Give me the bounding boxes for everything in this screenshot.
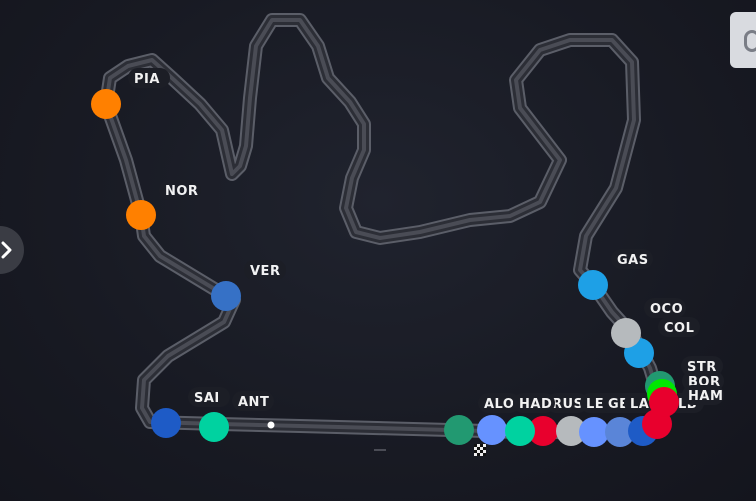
driver-label-sai: SAI	[188, 387, 230, 407]
chevron-right-icon	[1, 241, 12, 259]
driver-label-background	[478, 393, 520, 413]
driver-dot-rus[interactable]	[528, 416, 558, 446]
drivers-layer: PIANORVERSAIANTALOADRUSHADLECGEALAWSULLB…	[91, 68, 724, 447]
driver-dot-nor[interactable]	[126, 200, 156, 230]
driver-label-ham: HAM	[682, 385, 724, 405]
driver-labels: PIANORVERSAIANTALOADRUSHADLECGEALAWSULLB…	[128, 68, 724, 413]
driver-dots	[91, 89, 679, 447]
driver-label-background	[611, 249, 653, 269]
driver-label-had: HAD	[513, 393, 555, 413]
driver-code: NOR	[165, 184, 198, 199]
driver-label-col: COL	[658, 317, 700, 337]
driver-dot-ant[interactable]	[199, 412, 229, 442]
driver-label-background	[513, 393, 555, 413]
driver-dot-alo[interactable]	[444, 415, 474, 445]
driver-dot-ham[interactable]	[649, 387, 679, 417]
driver-code: OCO	[650, 302, 683, 317]
corner-control-button[interactable]	[730, 12, 756, 68]
driver-label-nor: NOR	[159, 180, 201, 200]
driver-label-background	[244, 260, 286, 280]
driver-label-ver: VER	[244, 260, 286, 280]
driver-label-background	[232, 391, 274, 411]
driver-label-background	[188, 387, 230, 407]
driver-code: SAI	[194, 391, 220, 406]
driver-code: ALO	[484, 397, 514, 412]
driver-label-background	[128, 68, 170, 88]
driver-label-background	[546, 393, 588, 413]
position-marker	[267, 421, 275, 429]
driver-label-oco: OCO	[644, 298, 686, 318]
driver-code: HAM	[688, 389, 723, 404]
driver-dot-pia[interactable]	[91, 89, 121, 119]
driver-code: ANT	[238, 395, 269, 410]
driver-dot-oco[interactable]	[611, 318, 641, 348]
driver-dot-had[interactable]	[505, 416, 535, 446]
driver-code: GAS	[617, 253, 649, 268]
driver-label-gas: GAS	[611, 249, 653, 269]
driver-label-background	[159, 180, 201, 200]
circle-icon	[744, 30, 756, 52]
driver-code: VER	[250, 264, 280, 279]
driver-dot-ver[interactable]	[211, 281, 241, 311]
driver-label-background	[644, 298, 686, 318]
driver-dot-gea[interactable]	[579, 417, 609, 447]
driver-dot-ad[interactable]	[477, 415, 507, 445]
driver-code: RUS	[552, 397, 583, 412]
driver-code: HAD	[519, 397, 552, 412]
driver-label-pia: PIA	[128, 68, 170, 88]
driver-code: PIA	[134, 72, 160, 87]
driver-dot-law[interactable]	[605, 417, 635, 447]
driver-label-alo: ALO	[478, 393, 520, 413]
driver-label-background	[658, 317, 700, 337]
driver-dot-sai[interactable]	[151, 408, 181, 438]
driver-label-rus: RUS	[546, 393, 588, 413]
driver-dot-lec[interactable]	[556, 416, 586, 446]
race-track	[99, 13, 663, 439]
driver-code: COL	[664, 321, 694, 336]
driver-label-ant: ANT	[232, 391, 274, 411]
driver-label-background	[682, 385, 724, 405]
checkered-flag-icon	[474, 444, 486, 456]
driver-dot-gas[interactable]	[578, 270, 608, 300]
